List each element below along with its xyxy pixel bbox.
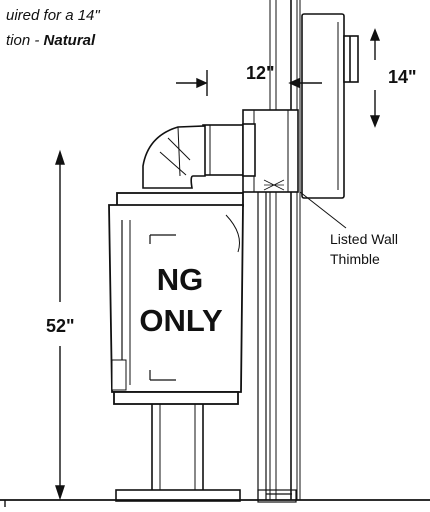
elbow-seam — [159, 151, 187, 176]
dimension-14-lower-arrowhead — [369, 115, 381, 128]
dimension-12-label: 12" — [246, 63, 275, 83]
caption-line-1: uired for a 14" — [6, 7, 100, 24]
stove-pedestal — [115, 404, 241, 502]
caption-line-2-prefix: tion - — [6, 32, 44, 49]
dimension-12-right-arrowhead — [288, 77, 300, 89]
elbow-body — [142, 125, 206, 189]
thimble-x-marks — [263, 179, 285, 191]
dimension-52-inch — [55, 149, 65, 501]
stove-top-plate — [116, 192, 244, 207]
wall-sill-plate — [257, 489, 297, 503]
dimension-52-lower-arrowhead — [55, 485, 65, 501]
vent-elbow — [142, 125, 206, 189]
dimension-52-upper-arrowhead — [55, 149, 65, 165]
stove-label-line-1: NG — [157, 262, 204, 297]
dimension-52-label: 52" — [46, 316, 75, 336]
elbow-seam-3 — [177, 126, 181, 177]
stove-base — [113, 391, 239, 405]
horizontal-vent-pipe — [202, 123, 256, 177]
stove-body — [108, 192, 244, 405]
vent-pipe-flange — [242, 123, 256, 177]
dimension-14-upper-arrowhead — [369, 28, 381, 41]
dimension-12-left-arrowhead — [196, 77, 208, 89]
vent-pipe-section — [202, 124, 244, 176]
stove-handle — [225, 214, 240, 253]
stove-lower-panel — [111, 359, 127, 391]
stove-label-bracket-top — [149, 234, 176, 244]
caption-line-2: tion - Natural — [6, 32, 96, 49]
termination-outlet — [343, 35, 359, 83]
stove-label-line-2: ONLY — [139, 303, 223, 338]
vent-termination-cap — [301, 13, 359, 199]
stove-label-bracket-bottom — [149, 370, 176, 381]
wall-thimble-label-line-1: Listed Wall — [330, 231, 398, 247]
wall-thimble-leader-line — [299, 191, 347, 229]
caption-line-2-bold: Natural — [44, 32, 97, 49]
dimension-14-label: 14" — [388, 67, 417, 87]
floor-base-plate — [115, 489, 241, 502]
termination-housing — [301, 13, 345, 199]
wall-thimble-label-line-2: Thimble — [330, 251, 380, 267]
dimension-14-inch — [369, 28, 381, 128]
dimension-12-inch — [176, 70, 322, 96]
stove-cabinet — [108, 204, 244, 393]
